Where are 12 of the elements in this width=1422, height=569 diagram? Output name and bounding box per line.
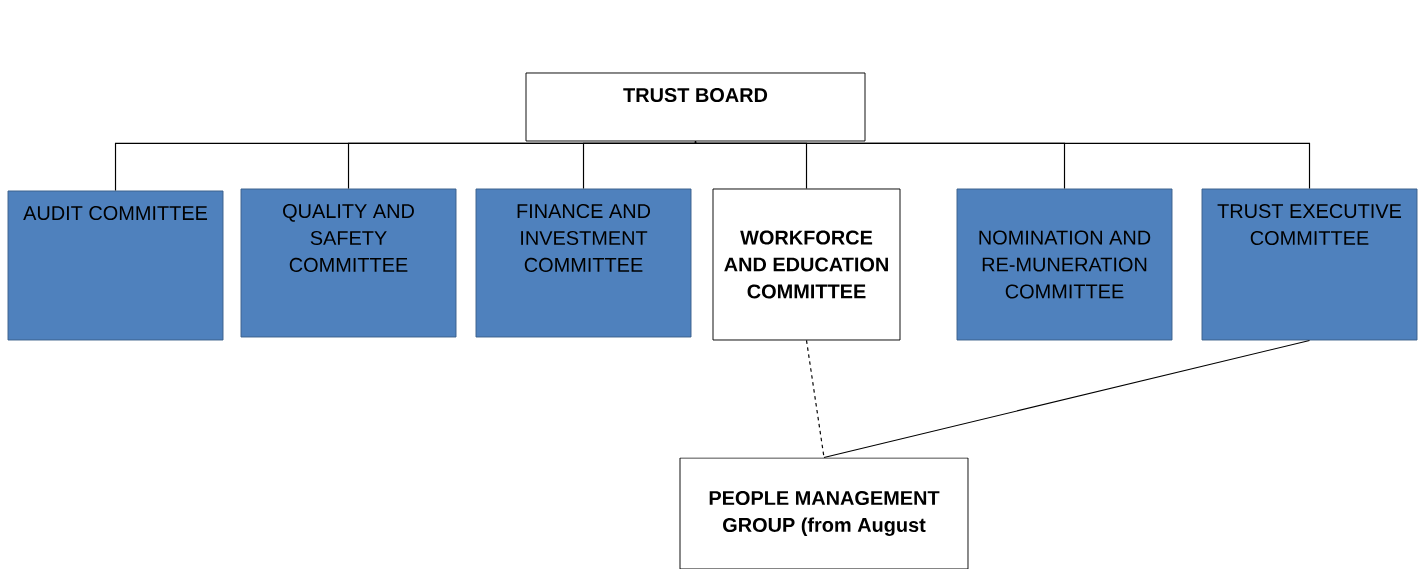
committee-box: FINANCE AND INVESTMENT COMMITTEE xyxy=(475,188,692,338)
board-box: TRUST BOARD xyxy=(525,72,866,142)
committee-box: NOMINATION AND RE-MUNERATION COMMITTEE xyxy=(956,188,1173,341)
committee-box: QUALITY AND SAFETY COMMITTEE xyxy=(240,188,457,338)
connector-line xyxy=(694,140,1311,190)
committee-box: AUDIT COMMITTEE xyxy=(7,190,224,341)
committee-box: TRUST EXECUTIVE COMMITTEE xyxy=(1201,188,1418,341)
committee-box: WORKFORCE AND EDUCATION COMMITTEE xyxy=(712,188,901,341)
connector-line xyxy=(582,140,697,190)
connector-line xyxy=(823,339,1311,459)
group-box: PEOPLE MANAGEMENT GROUP (from August xyxy=(679,457,969,569)
dashed-line xyxy=(805,339,825,459)
